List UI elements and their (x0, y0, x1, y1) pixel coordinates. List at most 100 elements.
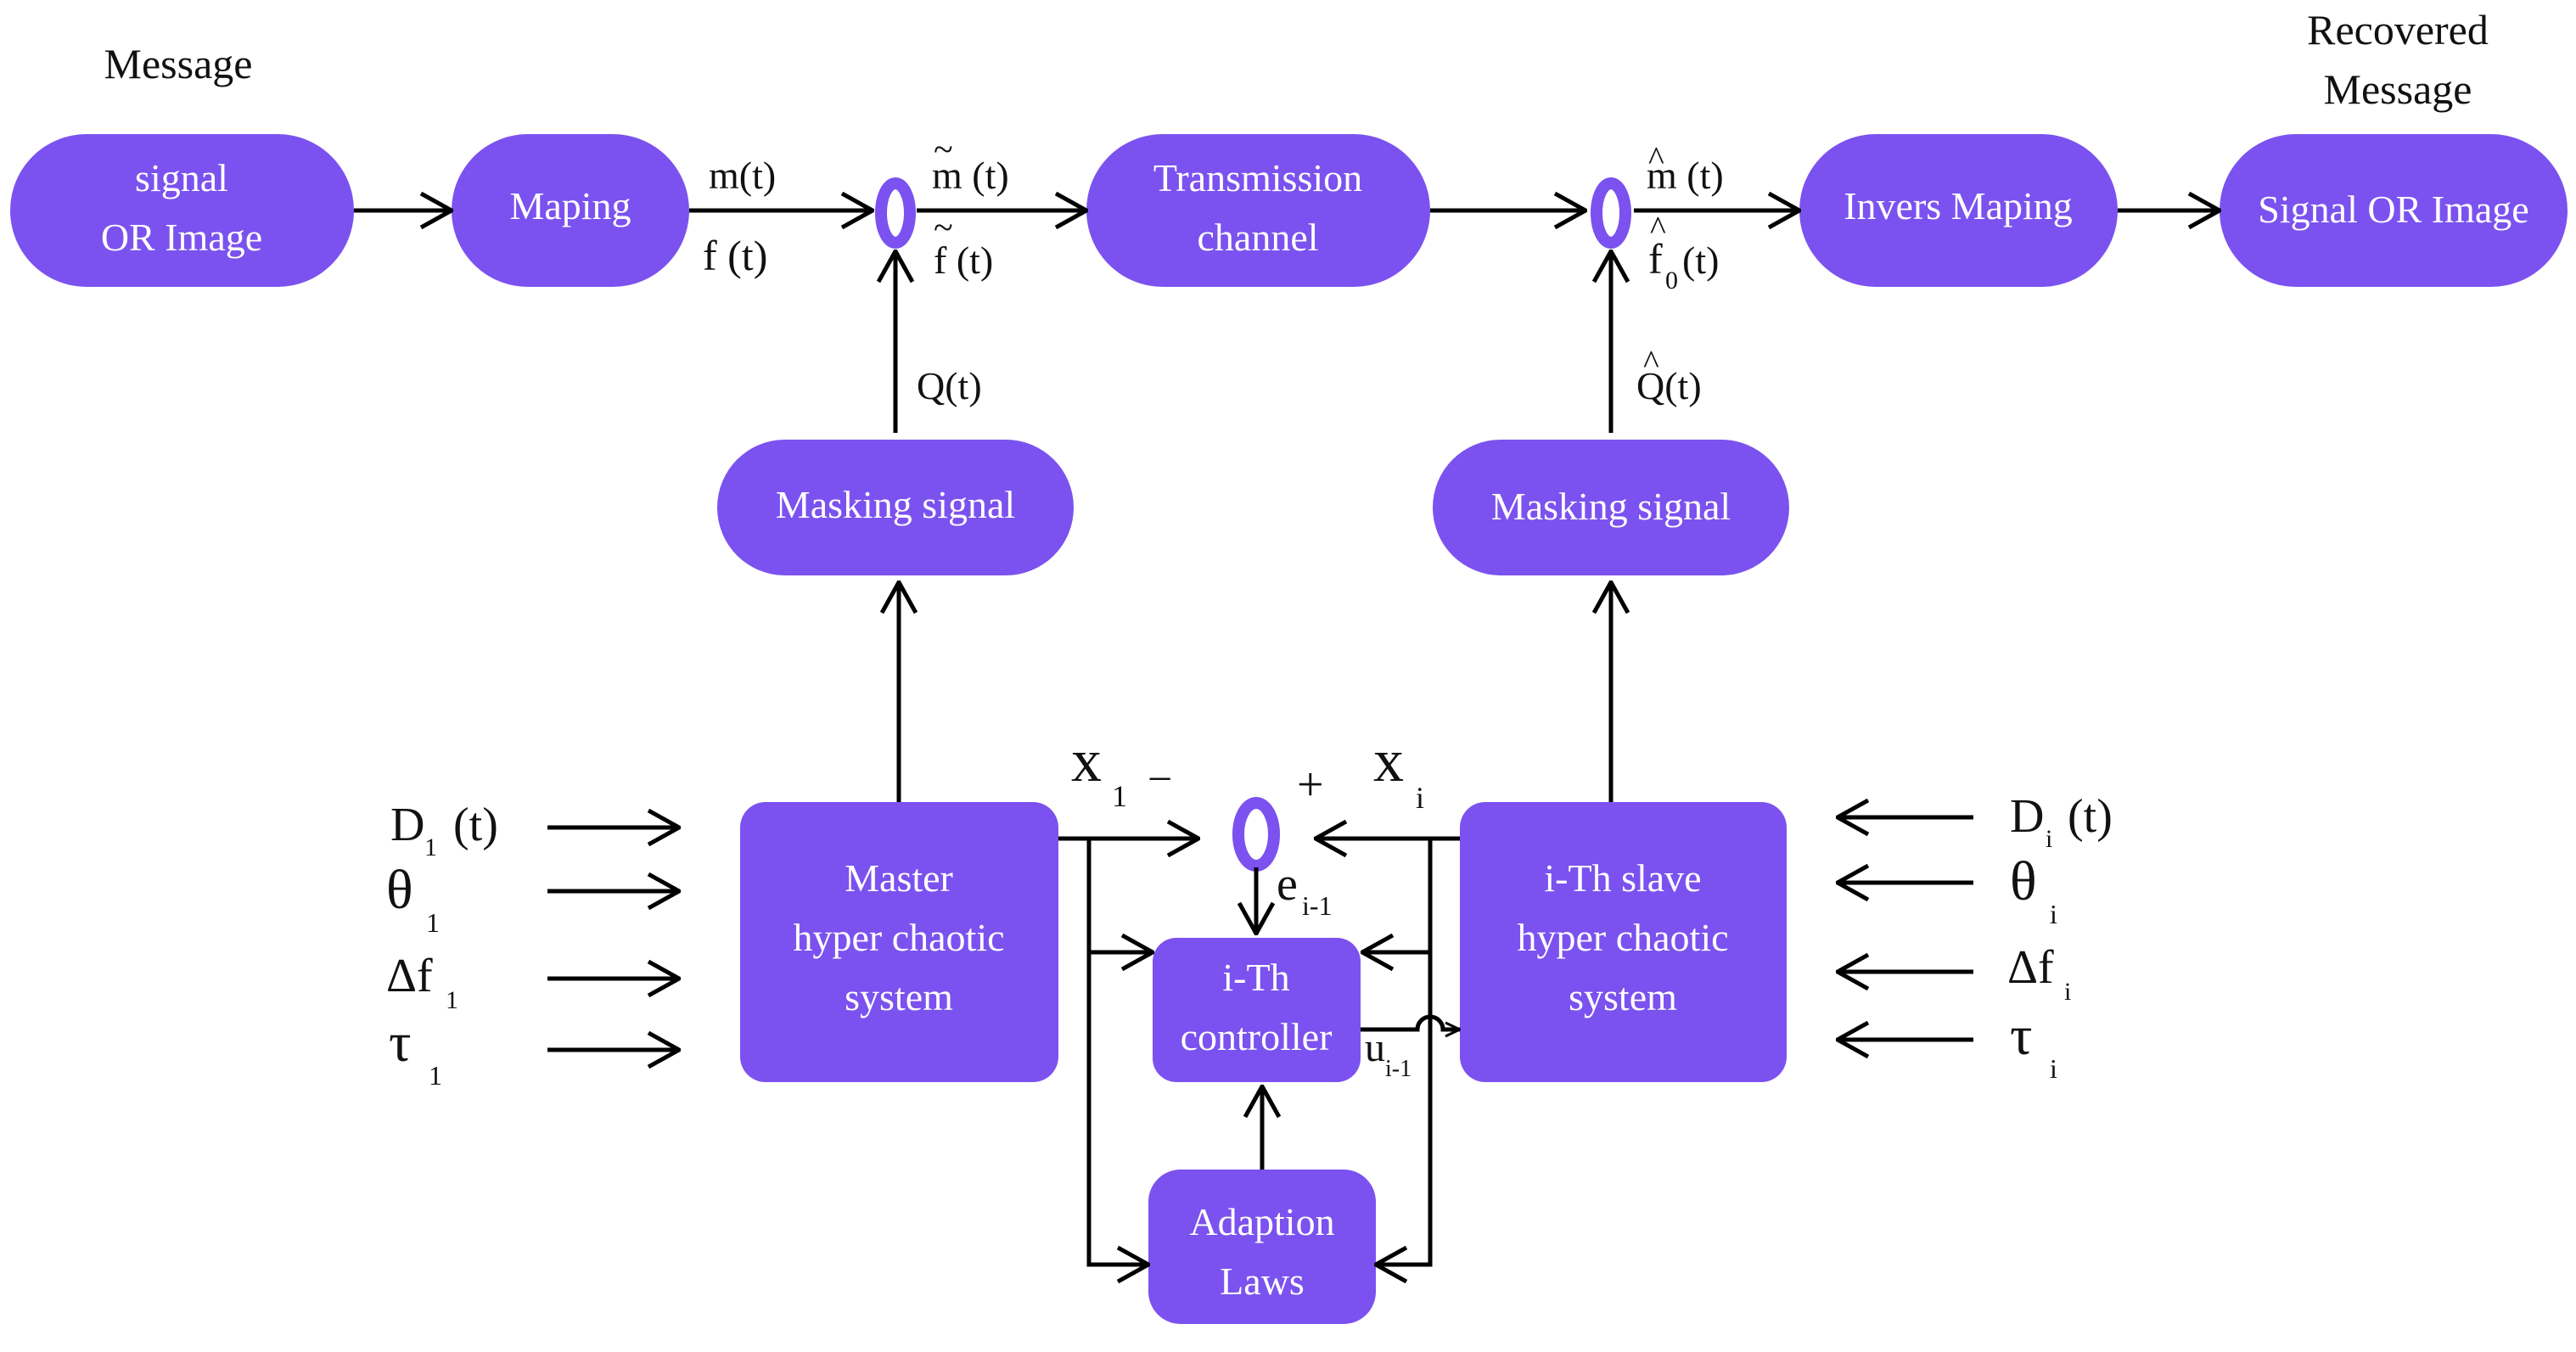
top-row-arrows (354, 210, 2220, 802)
svg-text:u: u (1365, 1025, 1385, 1070)
svg-text:x: x (1373, 726, 1404, 794)
svg-text:1: 1 (426, 907, 440, 938)
svg-text:(t): (t) (2056, 790, 2113, 843)
signal-u: u i-1 (1365, 1025, 1411, 1082)
mapping-node: Maping (452, 134, 689, 287)
svg-text:Adaption: Adaption (1189, 1200, 1334, 1243)
recovered-label-line2: Message (2324, 65, 2472, 113)
masking-signal-left-node: Masking signal (717, 440, 1074, 575)
svg-text:1: 1 (424, 833, 437, 861)
signal-m-tilde: ~ m (t) (932, 131, 1009, 197)
svg-text:(t): (t) (441, 799, 498, 851)
svg-text:Δf: Δf (2007, 941, 2054, 994)
svg-text:m (t): m (t) (932, 154, 1009, 197)
svg-text:m(t): m(t) (709, 154, 776, 197)
signal-q-t: Q(t) (917, 364, 982, 407)
signal-image-output-node: Signal OR Image (2220, 134, 2568, 287)
svg-text:system: system (1569, 975, 1677, 1018)
svg-text:i-1: i-1 (1385, 1056, 1411, 1082)
summing-junction-2 (1591, 177, 1631, 249)
controller-node: i-Th controller (1153, 938, 1361, 1082)
svg-text:Masking signal: Masking signal (1491, 485, 1731, 528)
svg-text:+: + (1297, 759, 1324, 811)
svg-text:f (t): f (t) (703, 232, 767, 279)
svg-text:Laws: Laws (1220, 1259, 1305, 1303)
svg-text:Maping: Maping (509, 184, 631, 227)
signal-image-input-node: signal OR Image (10, 134, 354, 287)
signal-e: e i-1 (1277, 858, 1333, 921)
svg-text:system: system (845, 975, 953, 1018)
control-loop-arrows (1058, 839, 1460, 1265)
svg-text:i: i (1416, 781, 1424, 815)
summing-junction-error (1232, 797, 1280, 872)
signal-f-t: f (t) (703, 232, 767, 279)
svg-text:signal: signal (135, 156, 228, 199)
svg-text:τ: τ (389, 1012, 412, 1074)
master-input-d: D 1 (t) (390, 799, 498, 861)
summing-junction-1 (875, 177, 916, 249)
slave-system-node: i-Th slave hyper chaotic system (1460, 802, 1787, 1082)
svg-text:~: ~ (934, 209, 953, 248)
signal-q-hat: ^ Q(t) (1636, 343, 1702, 407)
recovered-label-line1: Recovered (2307, 6, 2489, 53)
svg-text:^: ^ (1643, 343, 1659, 381)
svg-text:^: ^ (1648, 139, 1664, 177)
master-input-tau: τ 1 (389, 1012, 442, 1091)
slave-input-arrows (1838, 817, 1973, 1040)
svg-text:channel: channel (1197, 216, 1318, 259)
slave-input-delta-f: Δf i (2007, 941, 2071, 1006)
svg-text:i: i (2050, 1053, 2057, 1084)
svg-text:controller: controller (1181, 1015, 1333, 1058)
slave-input-theta: θ i (2010, 850, 2057, 929)
svg-text:i: i (2064, 978, 2071, 1006)
svg-text:Master: Master (845, 856, 953, 900)
svg-text:D: D (2010, 790, 2044, 843)
svg-text:(t): (t) (1682, 238, 1719, 282)
master-system-node: Master hyper chaotic system (740, 802, 1058, 1082)
svg-text:i-1: i-1 (1302, 890, 1333, 921)
svg-text:Masking signal: Masking signal (776, 483, 1015, 526)
svg-text:θ: θ (2010, 850, 2037, 912)
svg-text:m (t): m (t) (1647, 154, 1724, 197)
transmission-channel-node: Transmission channel (1086, 134, 1430, 287)
svg-text:1: 1 (446, 986, 458, 1014)
svg-text:τ: τ (2010, 1005, 2033, 1067)
signal-f-tilde: ~ f (t) (934, 209, 993, 282)
svg-text:^: ^ (1650, 209, 1666, 247)
signal-xi: + x i (1297, 726, 1424, 815)
svg-text:θ: θ (386, 859, 413, 921)
svg-text:e: e (1277, 858, 1298, 911)
master-input-arrows (547, 827, 679, 1050)
master-input-delta-f: Δf 1 (386, 950, 458, 1014)
signal-m-t: m(t) (709, 154, 776, 197)
svg-text:i: i (2046, 825, 2052, 853)
svg-text:0: 0 (1665, 266, 1678, 295)
svg-text:i-Th slave: i-Th slave (1544, 856, 1701, 900)
masking-signal-right-node: Masking signal (1433, 440, 1789, 575)
svg-text:Invers Maping: Invers Maping (1844, 184, 2073, 227)
svg-text:−: − (1148, 755, 1172, 804)
signal-m-hat: ^ m (t) (1647, 139, 1724, 197)
svg-text:hyper chaotic: hyper chaotic (1517, 916, 1728, 959)
svg-text:Q(t): Q(t) (1636, 364, 1702, 407)
signal-f0-hat: ^ f 0 (t) (1648, 209, 1719, 295)
adaption-laws-node: Adaption Laws (1148, 1170, 1376, 1324)
svg-text:Signal OR Image: Signal OR Image (2258, 188, 2528, 231)
svg-text:~: ~ (934, 131, 953, 170)
svg-text:Q(t): Q(t) (917, 364, 982, 407)
svg-text:Transmission: Transmission (1153, 156, 1362, 199)
svg-text:i-Th: i-Th (1222, 956, 1289, 999)
slave-input-tau: τ i (2010, 1005, 2057, 1084)
svg-text:Δf: Δf (386, 950, 433, 1002)
svg-text:i: i (2050, 899, 2057, 929)
svg-text:1: 1 (429, 1060, 442, 1091)
svg-text:x: x (1071, 726, 1102, 794)
svg-text:OR Image: OR Image (101, 216, 262, 259)
svg-text:D: D (390, 799, 424, 851)
svg-text:f (t): f (t) (934, 238, 993, 282)
svg-text:f: f (1648, 235, 1663, 283)
message-label: Message (104, 40, 253, 87)
inverse-mapping-node: Invers Maping (1799, 134, 2118, 287)
master-input-theta: θ 1 (386, 859, 440, 938)
signal-x1: x 1 − (1071, 726, 1172, 813)
